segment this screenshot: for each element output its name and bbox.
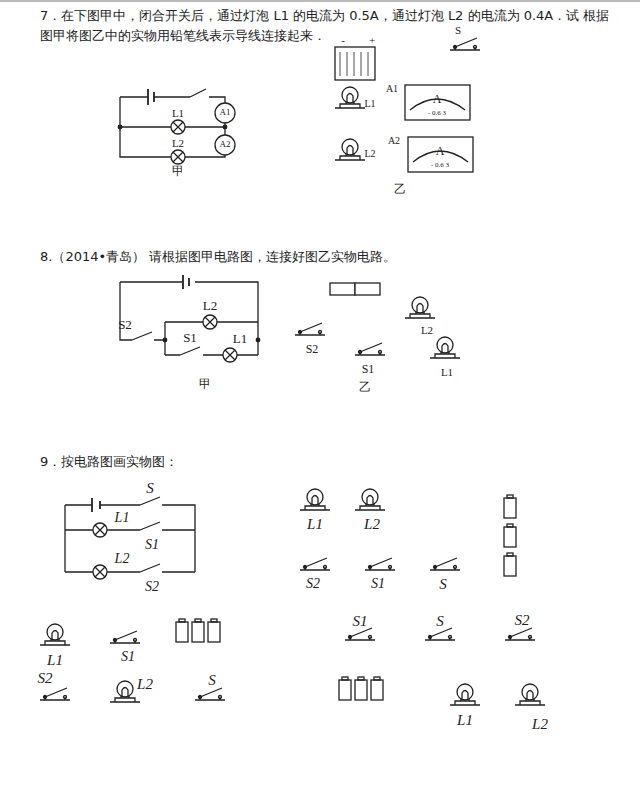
part-label: S1 [362, 363, 375, 376]
part-label: L2 [364, 148, 375, 159]
part-label: S2 [38, 670, 53, 687]
part-label: L1 [233, 332, 247, 346]
question-text: 8.（2014•青岛） 请根据图甲电路图，连接好图乙实物电路。 [40, 247, 620, 267]
part-label: S2 [145, 579, 159, 594]
part-label: L2 [172, 137, 184, 149]
part-label: L2 [115, 551, 130, 566]
part-label: S [455, 24, 461, 36]
part-label: S1 [371, 576, 385, 591]
part-label: 乙 [394, 183, 406, 196]
part-label: S [436, 613, 444, 630]
part-label: S2 [306, 343, 319, 356]
part-label: A [436, 145, 445, 158]
part-label: S [439, 576, 447, 593]
part-label: S [208, 672, 216, 689]
part-label: L1 [441, 366, 453, 378]
part-label: L1 [457, 712, 473, 729]
question-text: 7．在下图甲中，闭合开关后，通过灯泡 L1 的电流为 0.5A，通过灯泡 L2 … [40, 6, 620, 46]
part-label: S1 [145, 537, 159, 552]
part-label: 甲 [172, 165, 184, 178]
part-label: L2 [203, 299, 217, 313]
question-text: 9．按电路图画实物图： [40, 452, 620, 472]
part-label: S2 [118, 318, 132, 332]
part-label: L1 [172, 107, 184, 119]
part-label: - [341, 34, 345, 46]
part-label: L2 [532, 716, 548, 733]
part-label: A [433, 93, 442, 106]
part-label: A2 [220, 140, 231, 150]
part-label: L2 [421, 324, 433, 336]
part-label: 乙 [359, 381, 371, 394]
part-label: L1 [115, 510, 130, 525]
part-label: S2 [515, 612, 530, 629]
part-label: A2 [388, 135, 400, 146]
part-label: - 0.6 3 [428, 110, 446, 118]
part-label: S1 [353, 613, 368, 630]
part-label: 甲 [199, 378, 211, 391]
part-label: L1 [307, 516, 323, 533]
part-label: L1 [364, 98, 375, 109]
part-label: A1 [220, 108, 231, 118]
part-label: - 0.6 3 [431, 162, 449, 170]
part-label: A1 [386, 83, 398, 94]
part-label: S1 [121, 649, 135, 664]
part-label: S1 [183, 331, 197, 345]
part-label: S2 [306, 576, 320, 591]
part-label: L2 [137, 676, 153, 693]
part-label: + [369, 34, 375, 46]
part-label: L2 [364, 516, 380, 533]
part-label: L1 [47, 652, 63, 669]
part-label: S [146, 480, 154, 497]
